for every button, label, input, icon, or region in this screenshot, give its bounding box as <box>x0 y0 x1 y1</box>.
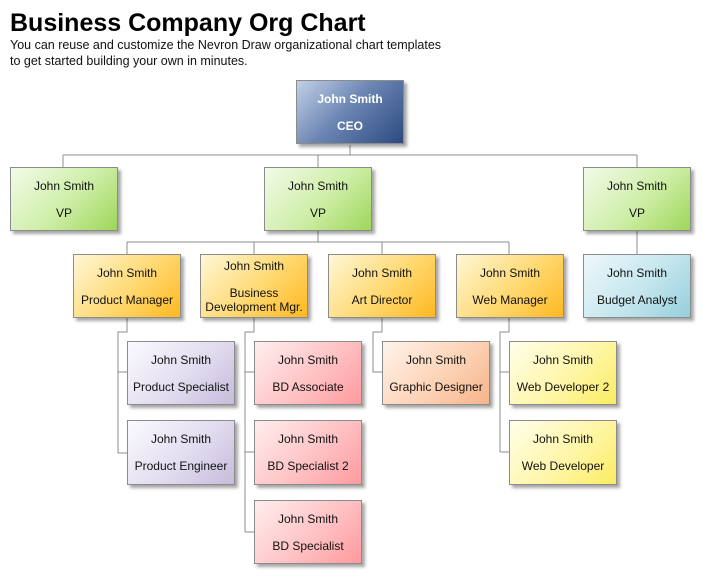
node-role: VP <box>628 205 645 220</box>
node-role: BD Specialist 2 <box>267 459 349 473</box>
node-role: Web Manager <box>472 292 548 307</box>
node-name: John Smith <box>606 265 668 280</box>
product-engineer-node[interactable]: John Smith Product Engineer <box>127 420 235 485</box>
ceo-node[interactable]: John Smith CEO <box>296 80 404 144</box>
node-role: BD Associate <box>272 379 344 394</box>
bd-specialist-node[interactable]: John Smith BD Specialist <box>254 500 362 564</box>
budget-analyst-node[interactable]: John Smith Budget Analyst <box>583 254 691 318</box>
bd-manager-node[interactable]: John Smith Business Development Mgr. <box>200 254 308 318</box>
node-name: John Smith <box>223 258 285 273</box>
node-role: Product Manager <box>80 292 174 307</box>
vp-right-node[interactable]: John Smith VP <box>583 167 691 231</box>
product-manager-node[interactable]: John Smith Product Manager <box>73 254 181 318</box>
node-role: Budget Analyst <box>596 292 678 307</box>
vp-left-node[interactable]: John Smith VP <box>10 167 118 231</box>
node-role: Web Developer <box>521 459 605 473</box>
node-name: John Smith <box>33 178 95 193</box>
node-name: John Smith <box>317 91 383 106</box>
connector-web-branch <box>499 318 510 453</box>
node-name: John Smith <box>287 178 349 193</box>
node-role-line2: Development Mgr. <box>205 299 303 314</box>
node-name: John Smith <box>479 265 541 280</box>
node-role: VP <box>309 205 326 220</box>
node-role: Business <box>229 285 279 300</box>
node-name: John Smith <box>277 432 339 446</box>
node-name: John Smith <box>96 265 158 280</box>
node-name: John Smith <box>532 432 594 446</box>
node-name: John Smith <box>606 178 668 193</box>
bd-specialist-2-node[interactable]: John Smith BD Specialist 2 <box>254 420 362 485</box>
node-role: BD Specialist <box>272 538 344 553</box>
node-role: Web Developer 2 <box>516 379 610 394</box>
page-subtitle: You can reuse and customize the Nevron D… <box>10 38 442 68</box>
bd-associate-node[interactable]: John Smith BD Associate <box>254 341 362 405</box>
connector-bd-branch <box>244 318 255 533</box>
page-title: Business Company Org Chart <box>10 9 366 37</box>
connector-vp-managers <box>126 231 510 255</box>
node-name: John Smith <box>150 432 212 446</box>
vp-center-node[interactable]: John Smith VP <box>264 167 372 231</box>
node-role: Art Director <box>351 292 413 307</box>
product-specialist-node[interactable]: John Smith Product Specialist <box>127 341 235 405</box>
node-name: John Smith <box>277 352 339 367</box>
node-name: John Smith <box>405 352 467 367</box>
web-developer-node[interactable]: John Smith Web Developer <box>509 420 617 485</box>
web-developer-2-node[interactable]: John Smith Web Developer 2 <box>509 341 617 405</box>
node-name: John Smith <box>150 352 212 367</box>
art-director-node[interactable]: John Smith Art Director <box>328 254 436 318</box>
node-name: John Smith <box>532 352 594 367</box>
node-name: John Smith <box>277 511 339 526</box>
node-name: John Smith <box>351 265 413 280</box>
web-manager-node[interactable]: John Smith Web Manager <box>456 254 564 318</box>
connector-product-branch <box>117 318 128 454</box>
node-role: VP <box>55 205 72 220</box>
node-role: CEO <box>336 118 363 133</box>
node-role: Product Engineer <box>134 459 228 473</box>
connector-art-branch <box>372 318 383 373</box>
node-role: Product Specialist <box>132 379 230 394</box>
connector-ceo-vps <box>62 145 638 168</box>
graphic-designer-node[interactable]: John Smith Graphic Designer <box>382 341 490 405</box>
node-role: Graphic Designer <box>389 379 483 394</box>
